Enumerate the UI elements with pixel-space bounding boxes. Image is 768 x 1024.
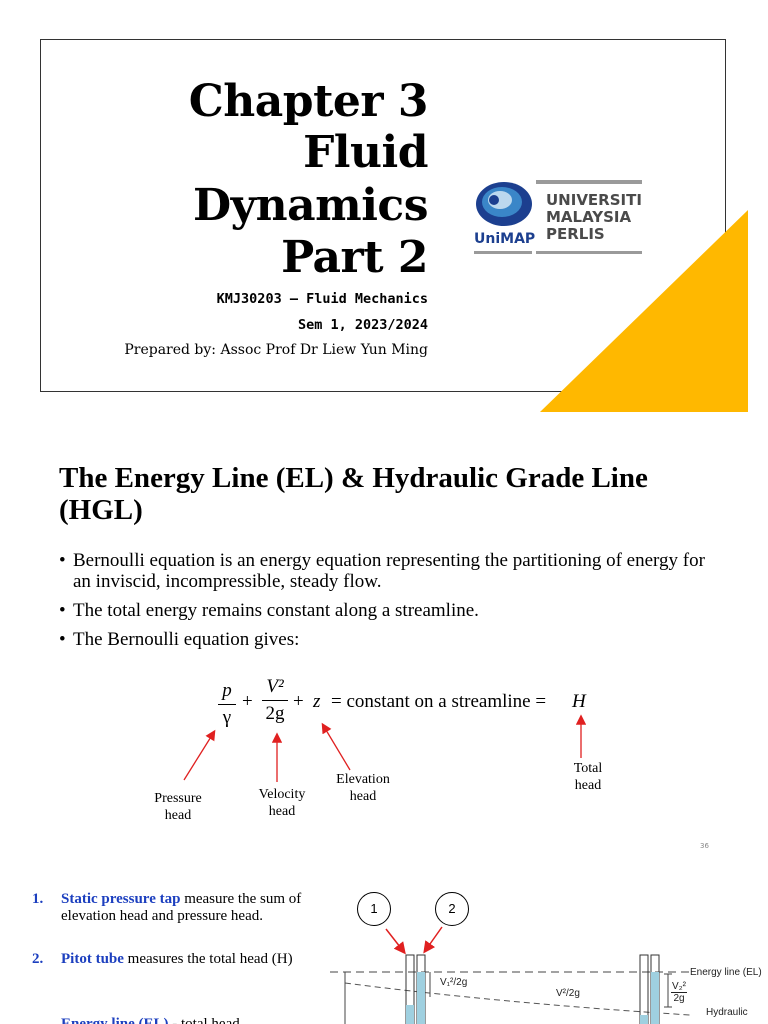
total-head-symbol: H [572,691,586,712]
slide-number: 36 [700,842,709,850]
plus-sign-2: + [293,691,304,712]
logo-acronym: UniMAP [474,231,536,247]
hydraulic-label: Hydraulic [706,1007,748,1018]
logo-emblem-icon [476,182,532,226]
semester: Sem 1, 2023/2024 [297,317,428,333]
tap-number-1: 1 [357,892,391,926]
bullet-dot-icon: • [59,550,66,571]
logo-text-line-1: UNIVERSITI [546,191,642,209]
list-item-pitot-tube: 2. Pitot tube measures the total head (H… [32,951,293,967]
bullet-dot-icon: • [59,600,66,621]
plus-sign-1: + [242,691,253,712]
title-line-4: Part 2 [281,232,428,283]
logo-text-line-3: PERLIS [546,225,605,243]
v2-fraction-label: V₂² 2g [671,981,687,1004]
bullet-2: • The total energy remains constant alon… [59,600,479,621]
v1-squared-label: V₁²/2g [440,977,468,988]
bullet-1: • Bernoulli equation is an energy equati… [59,550,705,592]
title-slide: Chapter 3 Fluid Dynamics Part 2 KMJ30203… [0,0,768,420]
slide-heading: The Energy Line (EL) & Hydraulic Grade L… [59,462,648,526]
prepared-by: Prepared by: Assoc Prof Dr Liew Yun Ming [124,342,428,358]
slide-frame [40,39,726,392]
bullet-dot-icon: • [59,629,66,650]
course-code: KMJ30203 – Fluid Mechanics [216,291,428,307]
pressure-term: p γ [218,680,236,729]
university-logo: UNIVERSITI MALAYSIA PERLIS UniMAP [474,178,644,258]
energy-line-label: Energy line (EL) [690,967,762,978]
logo-stripes [474,180,642,254]
velocity-term: V² 2g [262,676,288,725]
elevation-term: z [313,691,321,712]
content-slide-pitot: 1. Static pressure tap measure the sum o… [0,855,768,1024]
list-item-static-tap: 1. Static pressure tap measure the sum o… [32,891,302,924]
v-squared-label: V²/2g [556,988,580,999]
title-line-2: Fluid [303,127,428,178]
logo-text-line-2: MALAYSIA [546,208,632,226]
bullet-3: • The Bernoulli equation gives: [59,629,300,650]
title-line-1: Chapter 3 [188,76,429,127]
equation-rhs: = constant on a streamline = [331,691,547,712]
tap-number-2: 2 [435,892,469,926]
annotation-arrows [183,714,587,782]
el-hgl-diagram [330,926,691,1024]
yellow-triangle-decoration [540,210,748,412]
content-slide-energy-line: The Energy Line (EL) & Hydraulic Grade L… [0,430,768,855]
list-item-energy-line: Energy line (EL) - total head... [61,1016,251,1024]
title-line-3: Dynamics [192,180,429,231]
